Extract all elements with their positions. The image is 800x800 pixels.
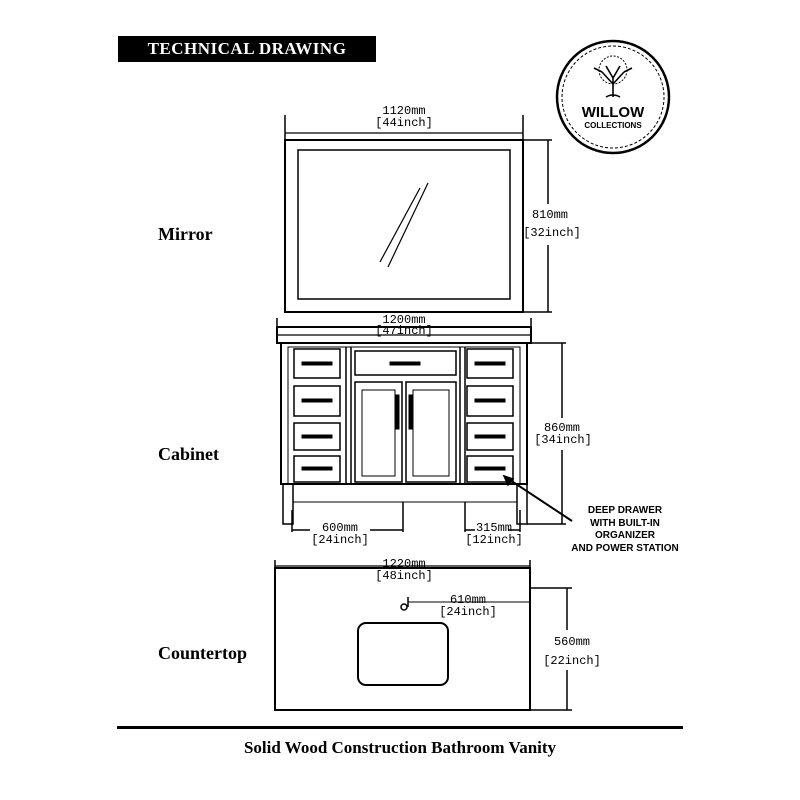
cabinet-right-mm: 315mm	[475, 521, 512, 535]
callout-line: ORGANIZER	[595, 530, 655, 541]
title-text: TECHNICAL DRAWING	[147, 39, 347, 58]
logo-word-collections: COLLECTIONS	[584, 121, 642, 130]
countertop-depth-mm: 560mm	[553, 635, 590, 649]
mirror-width-mm: 1120mm	[382, 104, 426, 118]
faucet-offset-mm: 610mm	[449, 593, 486, 607]
mirror-width-in: [44inch]	[375, 116, 433, 130]
cabinet-label: Cabinet	[158, 444, 220, 464]
countertop-drawing	[274, 560, 572, 711]
cabinet-width-in: [47inch]	[375, 324, 433, 338]
logo-word-willow: WILLOW	[582, 104, 645, 121]
callout-line: DEEP DRAWER	[587, 505, 663, 516]
cabinet-right-in: [12inch]	[465, 533, 523, 547]
cabinet-left-mm: 600mm	[321, 521, 358, 535]
footer-divider	[117, 726, 683, 729]
callout-line: WITH BUILT-IN	[590, 517, 660, 529]
faucet-offset-in: [24inch]	[439, 605, 497, 619]
cabinet-width-mm: 1200mm	[382, 313, 426, 327]
cabinet-height-mm: 860mm	[543, 421, 580, 435]
countertop-label: Countertop	[158, 643, 247, 663]
mirror-height-mm: 810mm	[531, 208, 568, 222]
cabinet-drawing	[276, 318, 573, 532]
countertop-depth-in: [22inch]	[543, 654, 601, 668]
cabinet-left-in: [24inch]	[311, 533, 369, 547]
willow-logo	[555, 39, 671, 155]
title-banner: TECHNICAL DRAWING	[118, 36, 376, 62]
countertop-width-in: [48inch]	[375, 569, 433, 583]
mirror-label: Mirror	[158, 224, 213, 244]
callout-arrowhead	[502, 474, 515, 487]
callout-line: AND POWER STATION	[571, 542, 679, 554]
mirror-drawing	[284, 115, 552, 313]
footer-caption: Solid Wood Construction Bathroom Vanity	[243, 738, 557, 757]
cabinet-handles	[301, 361, 506, 471]
tree-icon	[593, 55, 633, 98]
cabinet-height-in: [34inch]	[534, 433, 592, 447]
countertop-width-mm: 1220mm	[382, 557, 426, 571]
mirror-height-in: [32inch]	[523, 226, 581, 240]
deep-drawer-callout: DEEP DRAWER WITH BUILT-IN ORGANIZER AND …	[550, 505, 700, 555]
